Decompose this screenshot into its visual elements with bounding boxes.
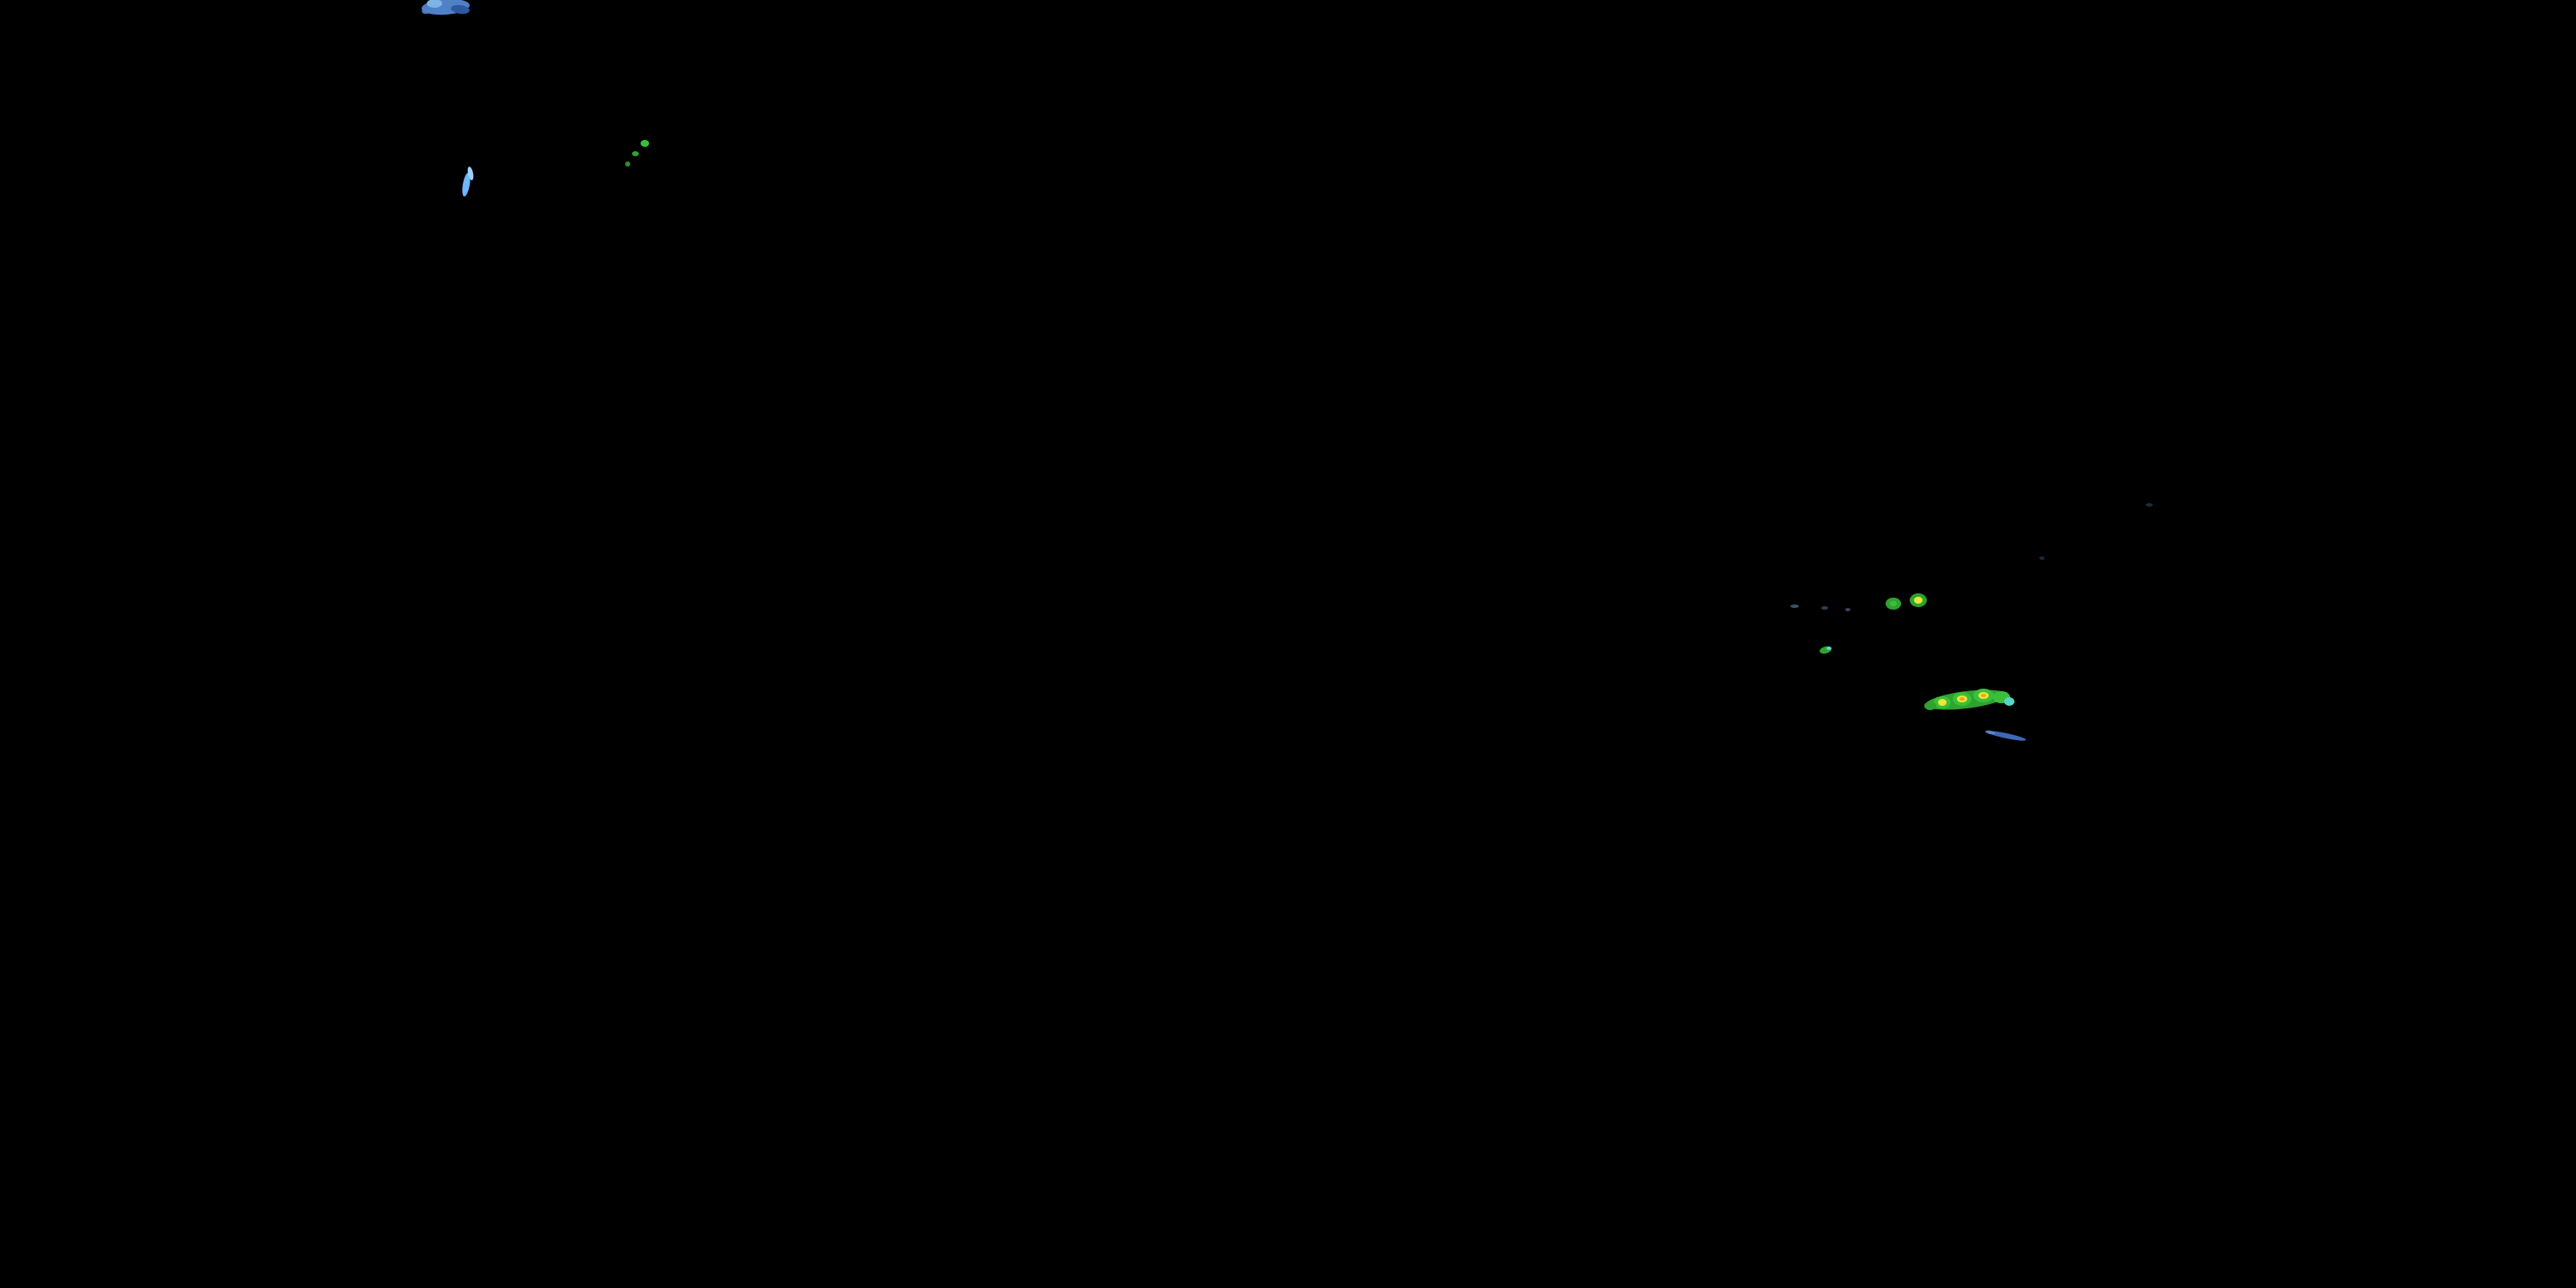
radar-echo-central-storm-line — [2004, 697, 2014, 706]
radar-echo-northwest-cyan-streak — [462, 173, 471, 197]
radar-echo-central-storm-line — [1924, 702, 1936, 710]
radar-echo-northwest-green-specks — [625, 161, 630, 167]
radar-echo-northwest-green-specks — [641, 140, 649, 147]
radar-echo-central-blue-streak — [1987, 731, 2026, 741]
radar-echo-central-storm-line — [1981, 694, 1986, 697]
radar-echo-northwest-blue-patch — [427, 0, 442, 8]
radar-echo-northwest-blue-patch — [451, 4, 470, 15]
radar-echo-northwest-cyan-streak — [467, 167, 474, 180]
radar-echo-northwest-green-specks — [632, 151, 639, 156]
radar-echo-central-storm-line — [1959, 697, 1965, 701]
radar-echo-central-storm-line — [1938, 699, 1947, 706]
radar-echo-central-blue-streak — [1985, 730, 1996, 735]
radar-echo-northwest-blue-patch — [422, 6, 432, 15]
radar-echo-central-green-cell-pair — [1914, 597, 1923, 604]
radar-echo-central-faint-specks — [1845, 608, 1850, 611]
radar-echo-central-small-green-cell — [1826, 647, 1832, 650]
radar-echo-central-distant-faint-specks — [2039, 556, 2044, 560]
radar-echo-central-distant-faint-specks — [2146, 503, 2153, 507]
radar-echo-central-faint-specks — [1821, 606, 1828, 610]
radar-echo-central-green-cell-pair — [1890, 601, 1897, 606]
radar-echo-central-faint-specks — [1790, 605, 1799, 608]
radar-echo-central-small-green-cell — [1820, 646, 1832, 654]
